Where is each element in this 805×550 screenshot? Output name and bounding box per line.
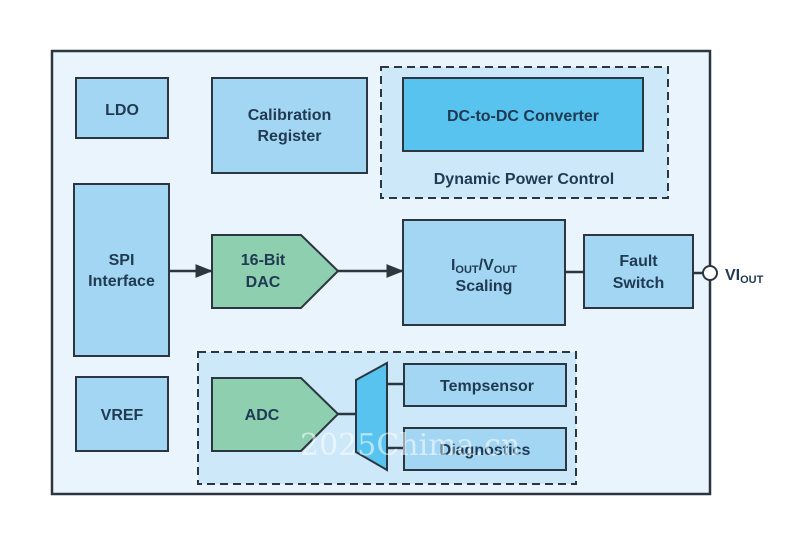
fault-switch-label-line1: Fault — [619, 253, 658, 270]
dynamic-power-control-label: Dynamic Power Control — [434, 171, 614, 188]
vref-label: VREF — [101, 407, 144, 424]
ldo-block: LDO — [75, 77, 169, 139]
monitoring-group: ADC Tempsensor Diagnostics — [197, 351, 577, 485]
tempsensor-label: Tempsensor — [440, 378, 534, 395]
spi-interface-label-line1: SPI — [109, 252, 135, 269]
fault-switch-label-line2: Switch — [613, 275, 665, 292]
vref-block: VREF — [75, 376, 169, 452]
watermark: 2025Chima.cn — [300, 428, 520, 463]
adc-block: ADC — [211, 377, 340, 452]
ldo-label: LDO — [105, 102, 139, 119]
calibration-register-block: Calibration Register — [211, 77, 368, 174]
calibration-register-label-line2: Register — [257, 128, 321, 145]
tempsensor-block: Tempsensor — [403, 363, 567, 407]
dac-label-line2: DAC — [246, 274, 281, 291]
diagnostics-label: Diagnostics — [440, 442, 531, 459]
dynamic-power-control-group: DC-to-DC Converter Dynamic Power Control — [380, 66, 669, 199]
output-pin-icon — [702, 265, 718, 281]
scaling-block: IOUT/VOUT Scaling — [402, 219, 566, 326]
scaling-label-line1: IOUT/VOUT — [451, 257, 517, 276]
dc-to-dc-converter-label: DC-to-DC Converter — [447, 108, 599, 125]
dac-block: 16-Bit DAC — [211, 234, 340, 309]
dc-to-dc-converter-block — [402, 77, 644, 152]
calibration-register-label-line1: Calibration — [248, 107, 332, 124]
spi-interface-block: SPI Interface — [73, 183, 170, 357]
adc-label: ADC — [245, 407, 280, 424]
multiplexer-block — [355, 361, 388, 472]
diagnostics-block: Diagnostics — [403, 427, 567, 471]
fault-switch-block: Fault Switch — [583, 234, 694, 309]
dac-label-line1: 16-Bit — [241, 252, 286, 269]
output-pin-label: VIOUT — [725, 267, 764, 286]
spi-interface-label-line2: Interface — [88, 273, 155, 290]
scaling-label-line2: Scaling — [456, 278, 513, 295]
